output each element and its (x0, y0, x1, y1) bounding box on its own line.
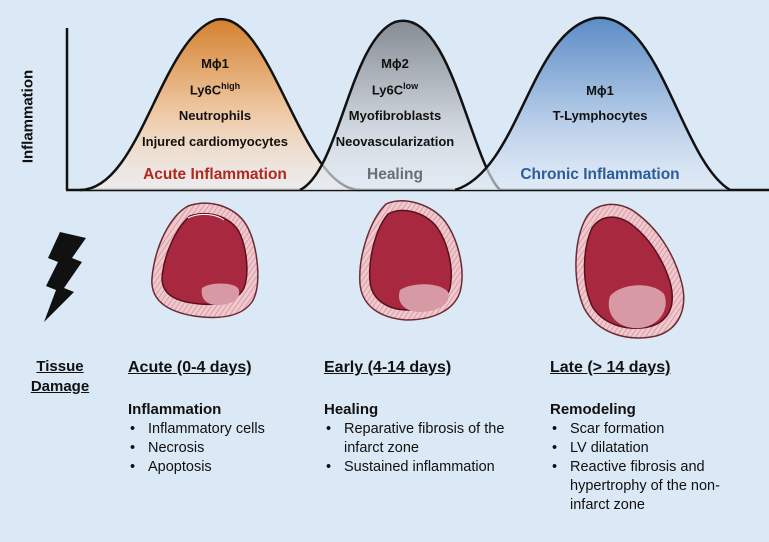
list-item: Scar formation (550, 420, 750, 439)
phase-acute-heading: Inflammation (128, 401, 222, 418)
healing-item-neovascularization: Neovascularization (335, 134, 455, 149)
phase-late-bullets: Scar formation LV dilatation Reactive fi… (550, 420, 750, 515)
list-item: Apoptosis (128, 458, 308, 477)
healing-curve (300, 20, 500, 190)
phase-early-bullets: Reparative fibrosis of the infarct zone … (324, 420, 524, 477)
heart-acute-icon (151, 202, 259, 319)
healing-item-ly6c: Ly6Clow (371, 81, 419, 98)
lightning-bolt-icon (44, 232, 86, 322)
tissue-damage-label: Tissue Damage (30, 358, 90, 395)
heart-late-icon (575, 203, 685, 339)
acute-stage-label: Acute Inflammation (143, 166, 287, 183)
phase-early-title: Early (4-14 days) (324, 359, 452, 376)
healing-stage-label: Healing (367, 166, 423, 183)
acute-item-mphi1: Mϕ1 (201, 56, 229, 71)
list-item: Necrosis (128, 439, 308, 458)
phase-early-heading: Healing (324, 401, 379, 418)
y-axis-label: Inflammation (19, 69, 37, 164)
acute-item-cardiomyocytes: Injured cardiomyocytes (142, 134, 288, 149)
healing-item-myofibroblasts: Myofibroblasts (348, 108, 442, 123)
list-item: LV dilatation (550, 439, 750, 458)
phase-late-heading: Remodeling (550, 401, 636, 418)
acute-item-neutrophils: Neutrophils (178, 108, 252, 123)
chronic-stage-label: Chronic Inflammation (520, 166, 680, 183)
list-item: Inflammatory cells (128, 420, 308, 439)
chronic-item-mphi1: Mϕ1 (586, 83, 614, 98)
acute-item-ly6c: Ly6Chigh (189, 81, 241, 98)
phase-late-title: Late (> 14 days) (550, 359, 671, 376)
list-item: Sustained inflammation (324, 458, 524, 477)
chronic-item-tlymphocytes: T-Lymphocytes (552, 108, 648, 123)
list-item: Reparative fibrosis of the infarct zone (324, 420, 524, 458)
acute-curve (80, 19, 360, 190)
phase-acute-title: Acute (0-4 days) (128, 359, 252, 376)
healing-item-mphi2: Mϕ2 (381, 56, 409, 71)
phase-acute-bullets: Inflammatory cells Necrosis Apoptosis (128, 420, 308, 477)
chronic-curve (455, 17, 730, 191)
heart-early-icon (359, 200, 463, 321)
list-item: Reactive fibrosis and hypertrophy of the… (550, 458, 750, 515)
